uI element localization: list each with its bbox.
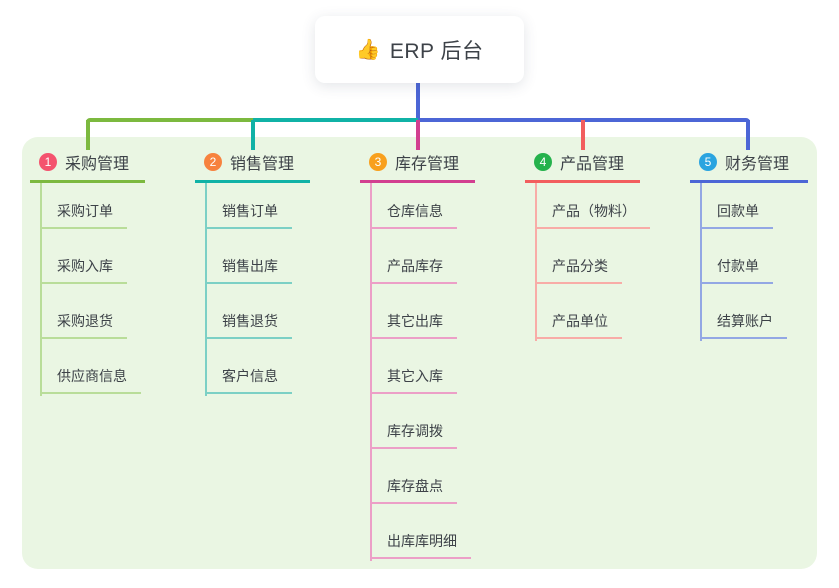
child-node-inventory-3[interactable]: 其它入库 — [370, 366, 457, 394]
child-node-purchase-3[interactable]: 供应商信息 — [40, 366, 141, 394]
branch-number-badge-purchase: 1 — [39, 152, 57, 171]
child-node-sales-0[interactable]: 销售订单 — [205, 201, 292, 229]
branch-header-finance[interactable]: 5 财务管理 — [690, 143, 808, 183]
child-row: 产品分类 — [535, 229, 650, 284]
child-row: 采购订单 — [40, 180, 141, 229]
child-row: 仓库信息 — [370, 180, 471, 229]
child-node-product-1[interactable]: 产品分类 — [535, 256, 622, 284]
branch-header-sales[interactable]: 2 销售管理 — [195, 143, 310, 183]
branch-number-badge-product: 4 — [534, 152, 552, 171]
connector-drop-product — [581, 120, 585, 150]
branch-header-product[interactable]: 4 产品管理 — [525, 143, 640, 183]
branch-label-sales: 销售管理 — [230, 155, 295, 173]
child-row: 出库库明细 — [370, 504, 471, 559]
child-row: 其它入库 — [370, 339, 471, 394]
connector-drop-sales — [251, 120, 255, 150]
branch-label-finance: 财务管理 — [725, 155, 790, 173]
connector-children-vertical-sales — [205, 180, 207, 396]
child-node-finance-2[interactable]: 结算账户 — [700, 311, 787, 339]
child-node-finance-0[interactable]: 回款单 — [700, 201, 773, 229]
connector-drop-inventory — [416, 120, 420, 150]
child-row: 其它出库 — [370, 284, 471, 339]
thumbs-up-icon: 👍 — [355, 39, 381, 61]
child-node-purchase-0[interactable]: 采购订单 — [40, 201, 127, 229]
child-row: 客户信息 — [205, 339, 292, 394]
child-row: 产品库存 — [370, 229, 471, 284]
branch-children-inventory: 仓库信息产品库存其它出库其它入库库存调拨库存盘点出库库明细 — [370, 180, 471, 559]
branch-number-badge-finance: 5 — [699, 152, 717, 171]
child-node-product-2[interactable]: 产品单位 — [535, 311, 622, 339]
connector-children-vertical-inventory — [370, 180, 372, 561]
branch-children-finance: 回款单付款单结算账户 — [700, 180, 787, 339]
child-node-inventory-5[interactable]: 库存盘点 — [370, 476, 457, 504]
connector-children-vertical-purchase — [40, 180, 42, 396]
child-row: 库存盘点 — [370, 449, 471, 504]
connector-horizontal-left-green — [86, 118, 253, 122]
child-node-inventory-6[interactable]: 出库库明细 — [370, 531, 471, 559]
branch-label-inventory: 库存管理 — [395, 155, 460, 173]
child-node-sales-3[interactable]: 客户信息 — [205, 366, 292, 394]
child-node-sales-1[interactable]: 销售出库 — [205, 256, 292, 284]
child-row: 付款单 — [700, 229, 787, 284]
child-row: 库存调拨 — [370, 394, 471, 449]
child-row: 采购退货 — [40, 284, 141, 339]
child-row: 采购入库 — [40, 229, 141, 284]
child-row: 销售订单 — [205, 180, 292, 229]
branch-product: 4 产品管理 — [525, 143, 640, 183]
mindmap-background-panel — [22, 137, 817, 569]
child-node-product-0[interactable]: 产品（物料） — [535, 201, 650, 229]
connector-children-vertical-finance — [700, 180, 702, 341]
connector-drop-finance — [746, 120, 750, 150]
child-node-inventory-1[interactable]: 产品库存 — [370, 256, 457, 284]
branch-inventory: 3 库存管理 — [360, 143, 475, 183]
branch-header-purchase[interactable]: 1 采购管理 — [30, 143, 145, 183]
child-node-sales-2[interactable]: 销售退货 — [205, 311, 292, 339]
child-row: 供应商信息 — [40, 339, 141, 394]
branch-label-purchase: 采购管理 — [65, 155, 130, 173]
branch-label-product: 产品管理 — [560, 155, 625, 173]
root-node-label: ERP 后台 — [389, 39, 484, 63]
child-node-purchase-2[interactable]: 采购退货 — [40, 311, 127, 339]
branch-number-badge-sales: 2 — [204, 152, 222, 171]
connector-children-vertical-product — [535, 180, 537, 341]
child-row: 产品单位 — [535, 284, 650, 339]
root-node-erp-backend[interactable]: 👍 ERP 后台 — [315, 16, 524, 83]
child-row: 销售退货 — [205, 284, 292, 339]
branch-number-badge-inventory: 3 — [369, 152, 387, 171]
branch-finance: 5 财务管理 — [690, 143, 808, 183]
branch-sales: 2 销售管理 — [195, 143, 310, 183]
connector-horizontal-mid-teal — [253, 118, 418, 122]
child-node-finance-1[interactable]: 付款单 — [700, 256, 773, 284]
child-row: 产品（物料） — [535, 180, 650, 229]
branch-children-sales: 销售订单销售出库销售退货客户信息 — [205, 180, 292, 394]
connector-root-drop — [416, 82, 420, 122]
branch-purchase: 1 采购管理 — [30, 143, 145, 183]
connector-drop-purchase — [86, 120, 90, 150]
branch-header-inventory[interactable]: 3 库存管理 — [360, 143, 475, 183]
child-node-inventory-4[interactable]: 库存调拨 — [370, 421, 457, 449]
child-node-purchase-1[interactable]: 采购入库 — [40, 256, 127, 284]
branch-children-purchase: 采购订单采购入库采购退货供应商信息 — [40, 180, 141, 394]
child-node-inventory-0[interactable]: 仓库信息 — [370, 201, 457, 229]
child-row: 销售出库 — [205, 229, 292, 284]
child-row: 回款单 — [700, 180, 787, 229]
child-node-inventory-2[interactable]: 其它出库 — [370, 311, 457, 339]
branch-children-product: 产品（物料） 产品分类产品单位 — [535, 180, 650, 339]
child-row: 结算账户 — [700, 284, 787, 339]
